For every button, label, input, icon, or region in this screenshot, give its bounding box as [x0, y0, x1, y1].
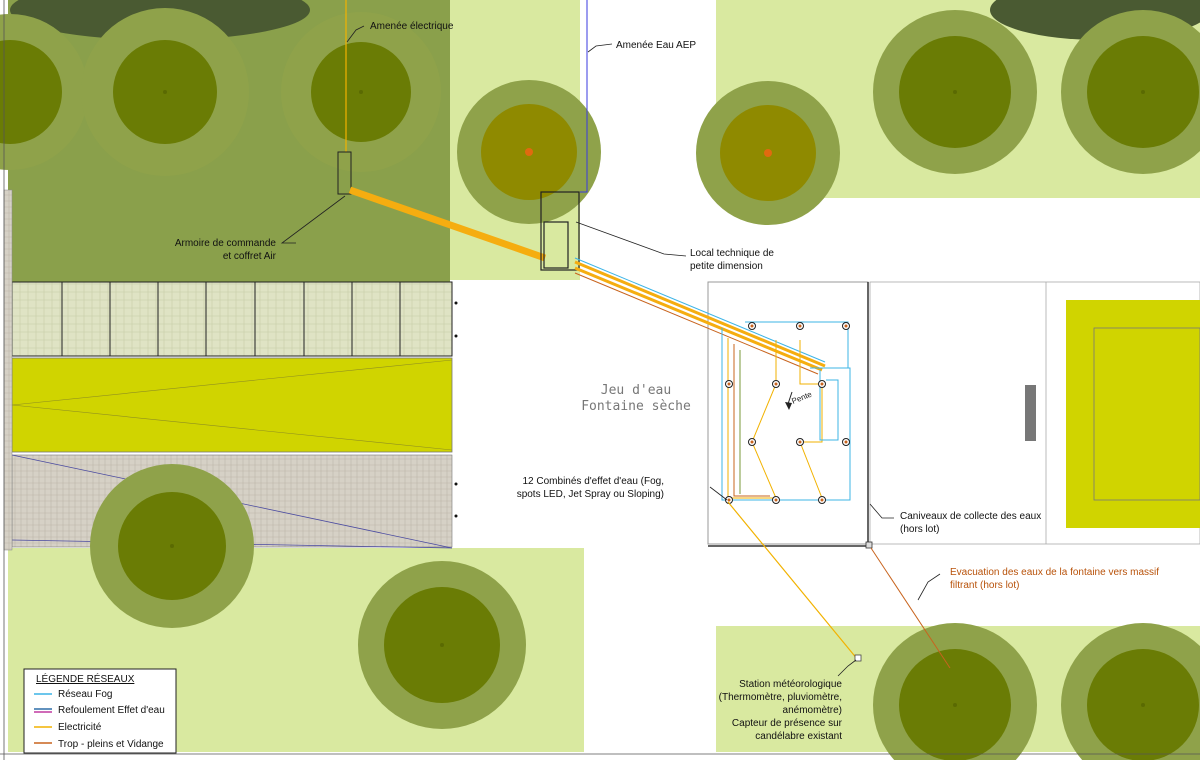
nozzle: [748, 438, 756, 446]
drain-evacuation-line: [870, 547, 951, 669]
armoire-box: [337, 151, 352, 195]
label-caniveaux-1: Caniveaux de collecte des eaux: [900, 511, 1041, 522]
legend: LÉGENDE RÉSEAUX Réseau Fog Refoulement E…: [23, 668, 177, 754]
label-fountain-2: Fontaine sèche: [581, 399, 691, 414]
label-station-3: anémomètre): [783, 705, 842, 716]
electric-to-station: [727, 501, 859, 661]
label-station-2: (Thermomètre, pluviomètre,: [719, 692, 842, 703]
yellow-bed-right: [1066, 300, 1200, 528]
paving-dividers: [61, 282, 401, 356]
label-caniveaux-2: (hors lot): [900, 524, 939, 535]
label-amenee-electrique: Amenée électrique: [370, 21, 454, 32]
paving-bed: [11, 281, 453, 357]
legend-item-fog: Réseau Fog: [58, 689, 112, 700]
label-armoire-2: et coffret Air: [223, 251, 277, 262]
fountain-piping: [721, 321, 851, 501]
legend-item-refoulement: Refoulement Effet d'eau: [58, 705, 165, 716]
label-armoire-1: Armoire de commande: [175, 238, 277, 249]
label-amenee-eau: Amenée Eau AEP: [616, 40, 696, 51]
label-evacuation-2: filtrant (hors lot): [950, 580, 1019, 591]
legend-item-trop-pleins: Trop - pleins et Vidange: [58, 739, 164, 750]
nozzle: [818, 496, 826, 504]
nozzle: [772, 496, 780, 504]
water-aep-line: [580, 0, 588, 193]
fountain-area: [707, 281, 869, 545]
local-technique-outer: [540, 191, 580, 271]
label-local-2: petite dimension: [690, 261, 763, 272]
label-combines-2: spots LED, Jet Spray ou Sloping): [517, 489, 664, 500]
nozzle: [725, 380, 733, 388]
nozzle: [796, 322, 804, 330]
leader-lines: [280, 25, 941, 677]
nozzle: [842, 322, 850, 330]
nozzle: [748, 322, 756, 330]
left-edge-strip: [3, 189, 13, 551]
label-fountain-1: Jeu d'eau: [601, 383, 671, 398]
nozzle: [796, 438, 804, 446]
yellow-bed-left: [11, 357, 453, 453]
label-station-4: Capteur de présence sur: [732, 718, 843, 729]
local-technique-inner: [543, 221, 569, 269]
bench: [1025, 385, 1036, 441]
station-sensor: [854, 654, 862, 662]
label-station-5: candélabre existant: [755, 731, 842, 742]
yellow-bed-lines: [11, 359, 453, 451]
drain-box: [865, 541, 873, 549]
main-trench: [348, 186, 547, 262]
nozzles: [725, 322, 850, 504]
nozzle: [818, 380, 826, 388]
legend-box: [23, 668, 177, 754]
label-station-1: Station météorologique: [739, 679, 842, 690]
legend-title: LÉGENDE RÉSEAUX: [36, 672, 135, 685]
nozzle: [842, 438, 850, 446]
network-bundle: [574, 257, 826, 375]
nozzle: [772, 380, 780, 388]
label-local-1: Local technique de: [690, 248, 774, 259]
legend-item-electricite: Electricité: [58, 722, 102, 733]
label-combines-1: 12 Combinés d'effet d'eau (Fog,: [523, 476, 665, 487]
label-evacuation-1: Evacuation des eaux de la fontaine vers …: [950, 567, 1159, 578]
